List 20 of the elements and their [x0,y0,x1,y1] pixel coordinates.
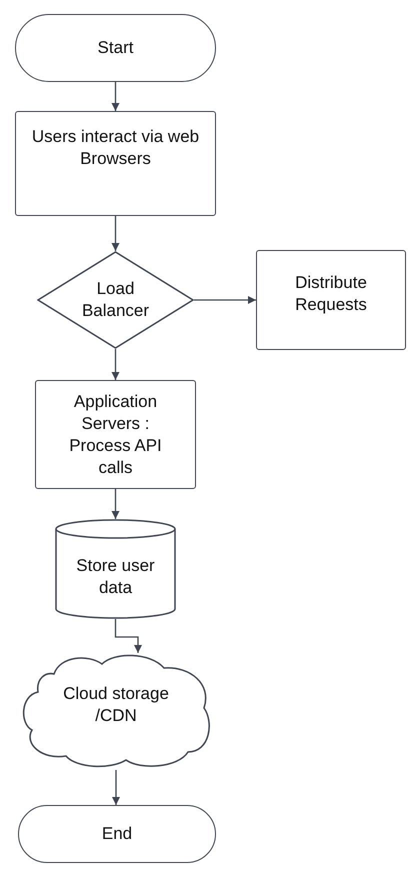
process-box [256,250,406,350]
node-label: Users interact via web Browsers [30,126,200,170]
arrow [112,82,120,111]
node-label: Start [96,37,134,59]
node-label: End [100,823,134,845]
process-box [35,380,196,489]
arrow [112,489,120,519]
node-label: Application Servers : Process API calls [68,390,163,478]
database-cylinder [55,519,176,619]
arrow [114,619,142,653]
node-label: Cloud storage /CDN [62,683,170,727]
arrow [112,349,120,380]
node-label: Distribute Requests [294,272,368,316]
node-label: Store user data [75,555,156,599]
arrow [112,216,120,251]
arrow [194,296,256,304]
arrow [112,770,120,805]
process-box [15,111,216,216]
decision-diamond [37,251,194,349]
node-label: Load Balancer [80,278,150,322]
